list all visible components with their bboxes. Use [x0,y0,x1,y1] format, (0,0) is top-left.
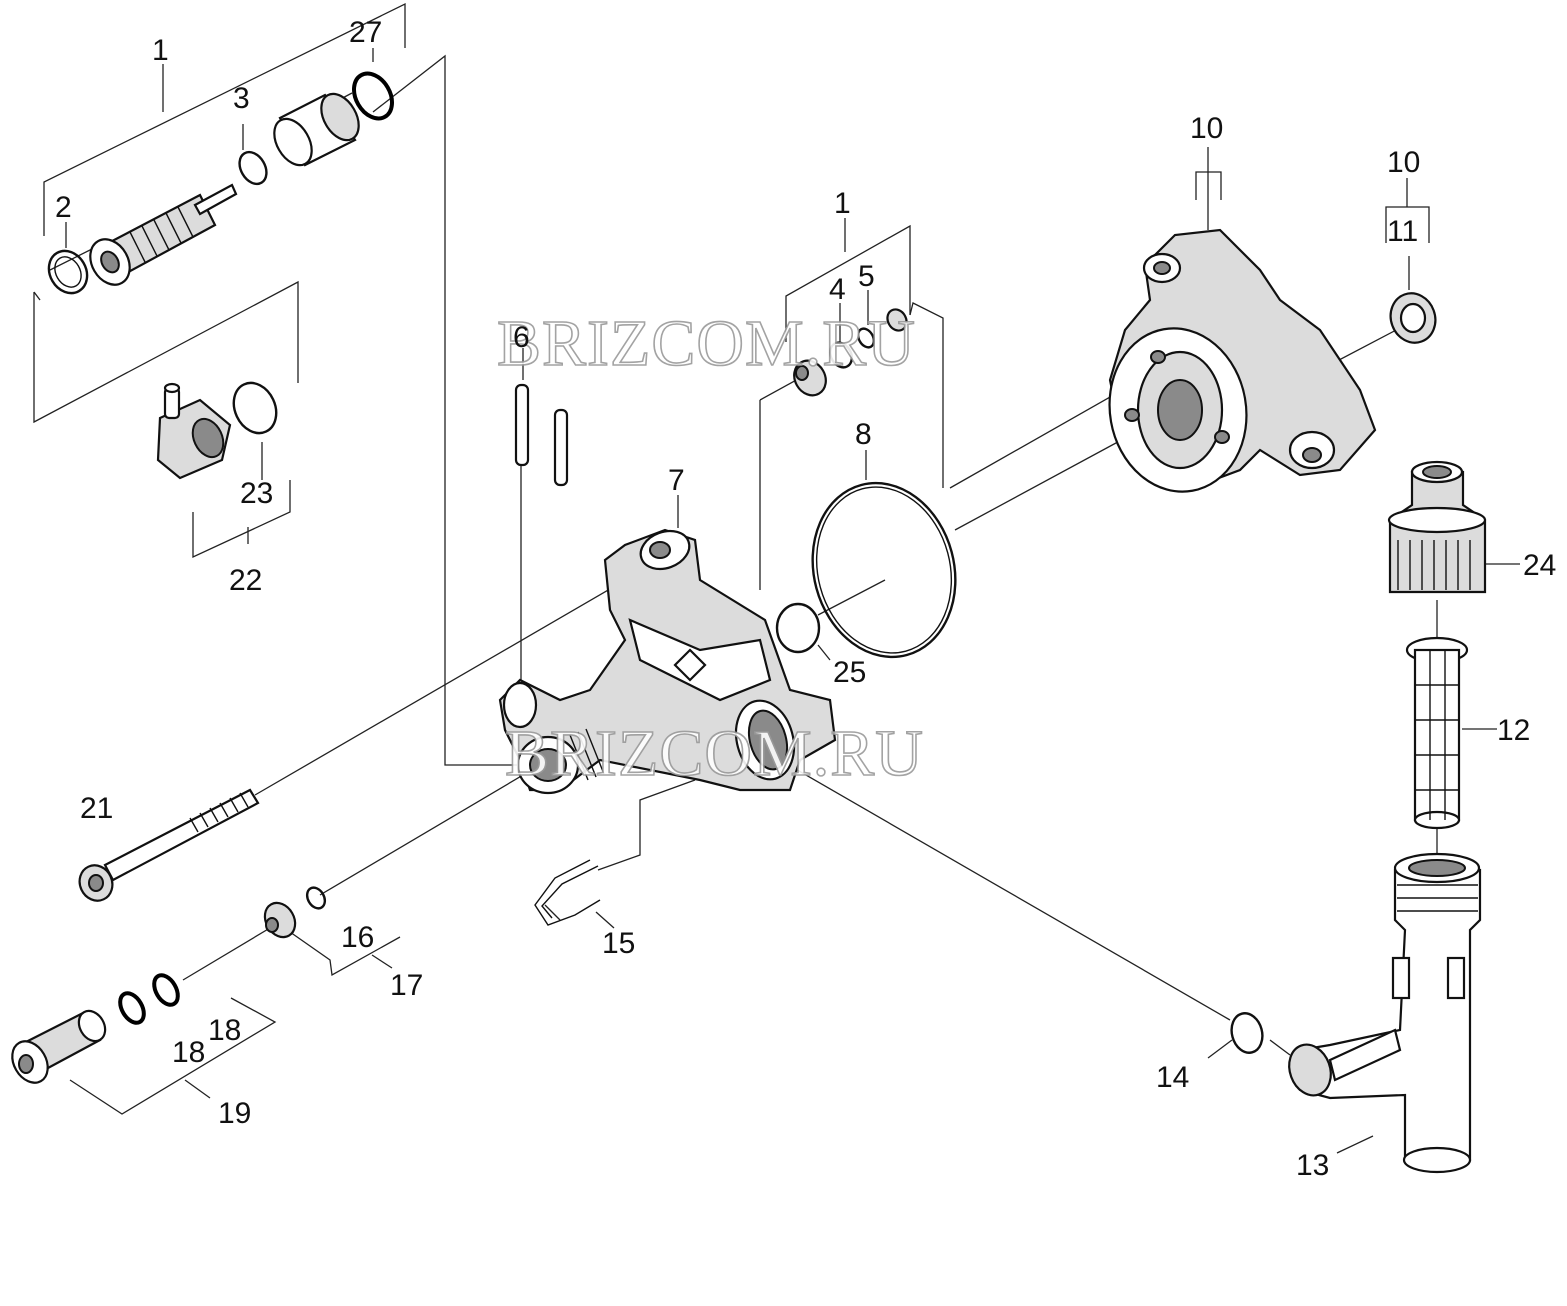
pressure-switch-group [156,381,278,480]
label-part-7: 7 [668,464,685,497]
label-part-12: 12 [1497,714,1530,747]
label-part-18-right: 18 [208,1014,241,1047]
label-part-11: 11 [1387,215,1418,248]
bracket-lines [33,2,1430,1115]
label-part-3: 3 [233,82,250,115]
label-part-13: 13 [1296,1149,1329,1182]
pins-group [514,383,569,487]
label-part-24: 24 [1523,549,1556,582]
nozzle-group [11,973,180,1084]
pump-housing [498,528,837,795]
check-valve-small-group [793,308,908,397]
hose-adapter [1387,460,1487,594]
label-part-23: 23 [240,477,273,510]
watermark-middle: BRIZCOM.RU [505,717,924,790]
label-part-18-left: 18 [172,1036,205,1069]
bolt [78,788,260,902]
watermarks: BRIZCOM.RU BRIZCOM.RU [496,306,924,791]
label-part-22: 22 [229,564,262,597]
part-labels: 1 27 3 2 23 22 6 1 4 5 7 8 25 10 10 11 2… [55,16,1556,1182]
label-part-25: 25 [833,656,866,689]
valve-insert-group [263,886,327,939]
suction-pipe [1230,852,1482,1174]
label-part-5: 5 [858,260,875,293]
watermark-top: BRIZCOM.RU [497,307,916,380]
filter-strainer [1405,636,1469,830]
label-part-21: 21 [80,792,113,825]
shaft-seal [1389,292,1437,344]
label-part-2: 2 [55,191,72,224]
label-part-10-cover: 10 [1190,112,1223,145]
seal-rings [775,481,957,659]
label-part-27: 27 [349,16,382,49]
label-part-16: 16 [341,921,374,954]
label-part-8: 8 [855,418,872,451]
label-part-1-center: 1 [834,187,851,220]
label-part-6: 6 [513,321,530,354]
label-part-4: 4 [829,273,846,306]
label-part-17: 17 [390,969,423,1002]
retaining-clip [534,859,601,926]
label-part-10-seal: 10 [1387,146,1420,179]
label-part-1-top: 1 [152,34,169,67]
label-part-15: 15 [602,927,635,960]
pump-cover [1108,228,1377,493]
label-part-14: 14 [1156,1061,1189,1094]
valve-cartridge-group [47,71,394,295]
label-part-19: 19 [218,1097,251,1130]
